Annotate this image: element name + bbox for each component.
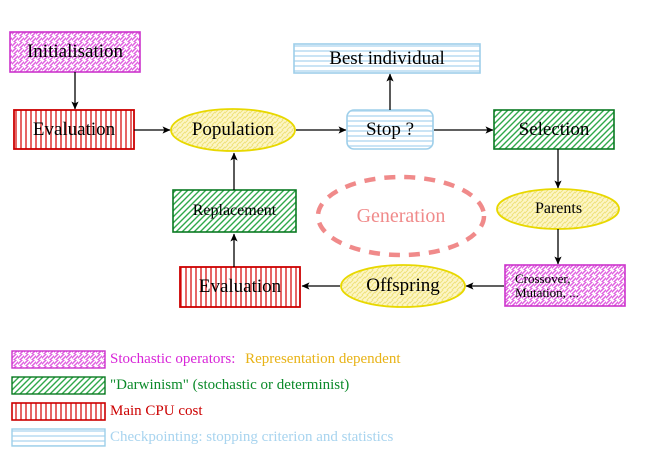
node-population-shape[interactable] <box>170 108 296 152</box>
node-selection-shape[interactable] <box>493 109 615 150</box>
legend-text-stochastic: Stochastic operators: Representation dep… <box>110 351 407 368</box>
node-crossover-shape[interactable] <box>504 264 626 307</box>
legend-row-darwinism: "Darwinism" (stochastic or determinist) <box>0 377 670 399</box>
legend-label-checkpoint: Checkpointing: stopping criterion and st… <box>110 429 394 445</box>
legend-swatch-darwinism <box>11 376 106 395</box>
legend-swatch-checkpoint <box>11 428 106 447</box>
node-offspring-shape[interactable] <box>340 264 466 308</box>
node-evaluation-top-shape[interactable] <box>13 109 135 150</box>
node-generation-shape <box>315 174 487 258</box>
legend-label-darwinism: "Darwinism" (stochastic or determinist) <box>110 377 350 393</box>
legend-label-stochastic: Stochastic operators: <box>110 351 236 367</box>
node-replacement-shape[interactable] <box>172 189 297 233</box>
legend-swatch-cpu <box>11 402 106 421</box>
legend-row-cpu: Main CPU cost <box>0 403 670 425</box>
node-evaluation-bottom-shape[interactable] <box>179 266 301 308</box>
node-initialisation-shape[interactable] <box>9 31 141 73</box>
legend-row-checkpoint: Checkpointing: stopping criterion and st… <box>0 429 670 451</box>
legend-label-representation: Representation dependent <box>245 351 401 367</box>
node-best-individual-shape[interactable] <box>293 43 481 74</box>
legend-label-cpu: Main CPU cost <box>110 403 203 419</box>
legend-swatch-stochastic <box>11 350 106 369</box>
legend-row-stochastic: Stochastic operators: Representation dep… <box>0 351 670 373</box>
